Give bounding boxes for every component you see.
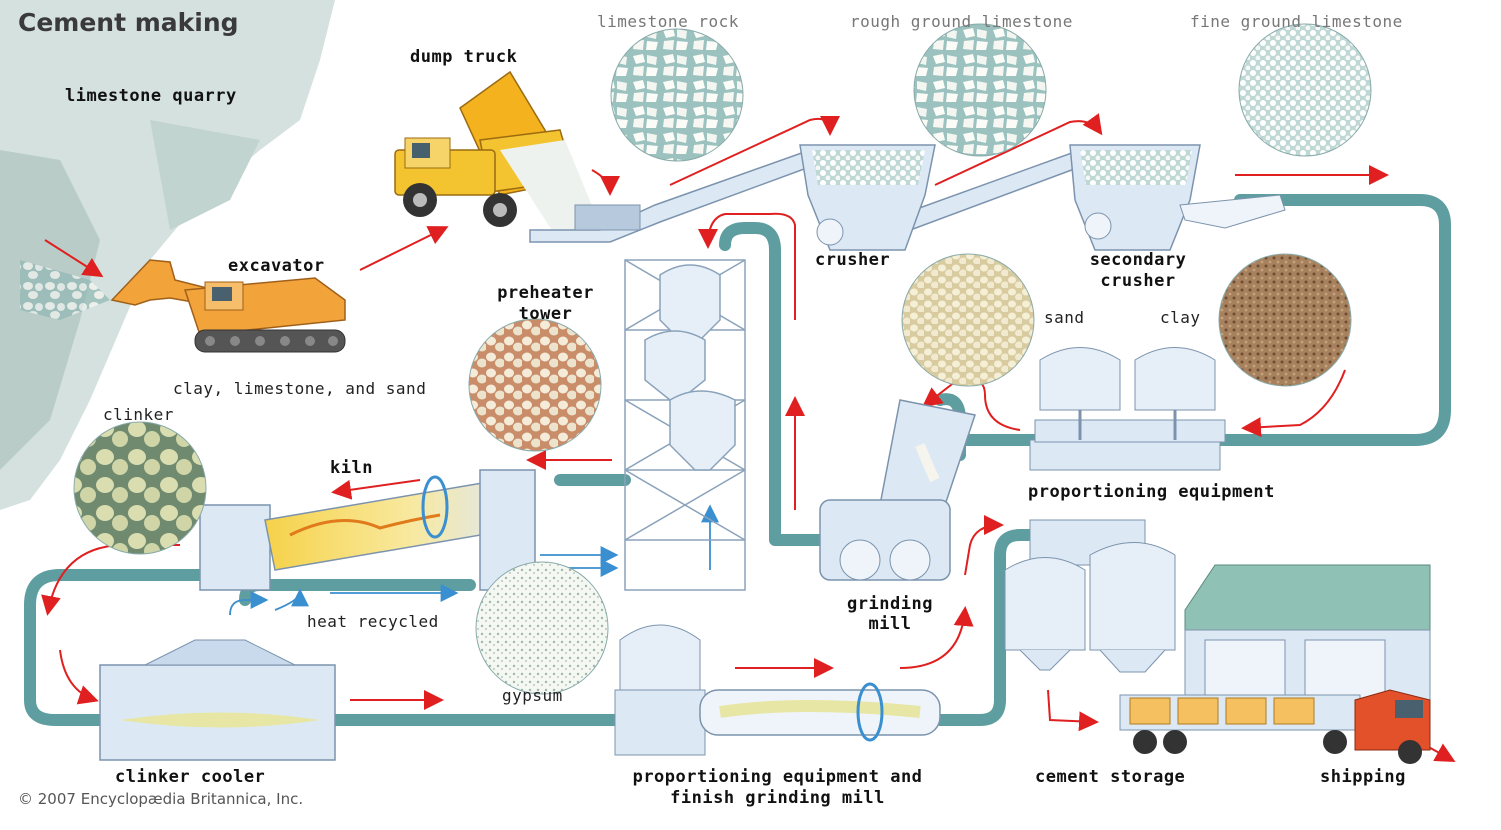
limestone-rock-sample — [610, 28, 744, 162]
crusher-machine — [799, 144, 936, 251]
diagram-title: Cement making — [18, 8, 239, 37]
shipping-truck — [1119, 689, 1431, 764]
finish-grinding-mill-machine — [614, 624, 941, 756]
label-clay-limestone-sand: clay, limestone, and sand — [173, 379, 427, 398]
label-rough-ground-limestone: rough ground limestone — [850, 12, 1073, 31]
rotary-kiln — [199, 469, 536, 591]
copyright-notice: © 2007 Encyclopædia Britannica, Inc. — [18, 790, 304, 808]
clay-limestone-sand-sample — [468, 318, 602, 452]
label-preheater-tower-line2: tower — [518, 304, 573, 324]
label-dump-truck: dump truck — [410, 47, 518, 67]
label-secondary-crusher-line1: secondary — [1089, 250, 1187, 270]
material-samples — [73, 23, 1372, 695]
label-proportioning-equipment: proportioning equipment — [1028, 482, 1275, 502]
label-heat-recycled: heat recycled — [307, 612, 439, 631]
secondary-crusher-machine — [1069, 144, 1286, 251]
excavator — [110, 259, 346, 353]
heat-arrows — [229, 504, 719, 616]
label-limestone-quarry: limestone quarry — [65, 86, 237, 106]
label-sand: sand — [1044, 308, 1085, 327]
label-finish-mill-line2: finish grinding mill — [670, 788, 885, 808]
preheater-tower — [624, 259, 746, 591]
limestone-quarry — [0, 0, 335, 510]
label-finish-mill-line1: proportioning equipment and — [632, 767, 923, 787]
dump-truck — [394, 70, 600, 235]
gypsum-sample — [475, 561, 609, 695]
sand-sample — [901, 253, 1035, 387]
label-clay: clay — [1160, 308, 1201, 327]
label-clinker: clinker — [103, 405, 174, 424]
label-clinker-cooler: clinker cooler — [115, 767, 266, 787]
label-grinding-mill-line2: mill — [868, 614, 912, 634]
label-excavator: excavator — [228, 256, 325, 276]
label-gypsum: gypsum — [502, 686, 563, 705]
label-grinding-mill-line1: grinding — [847, 594, 933, 614]
raw-grinding-mill — [819, 399, 976, 581]
proportioning-equipment-machine — [1029, 347, 1226, 471]
label-preheater-tower-line1: preheater — [497, 283, 594, 303]
cement-storage-silos — [1004, 519, 1176, 673]
clinker-sample — [73, 421, 207, 555]
label-limestone-rock: limestone rock — [597, 12, 739, 31]
label-shipping: shipping — [1320, 767, 1406, 787]
fine-ground-limestone-sample — [1238, 23, 1372, 157]
label-secondary-crusher-line2: crusher — [1100, 271, 1176, 291]
label-cement-storage: cement storage — [1035, 767, 1186, 787]
warehouse — [1184, 564, 1431, 706]
rough-ground-limestone-sample — [913, 23, 1047, 157]
clinker-cooler-machine — [99, 639, 336, 761]
clay-sample — [1218, 253, 1352, 387]
label-crusher: crusher — [815, 250, 891, 270]
label-kiln: kiln — [330, 458, 373, 478]
label-fine-ground-limestone: fine ground limestone — [1190, 12, 1403, 31]
